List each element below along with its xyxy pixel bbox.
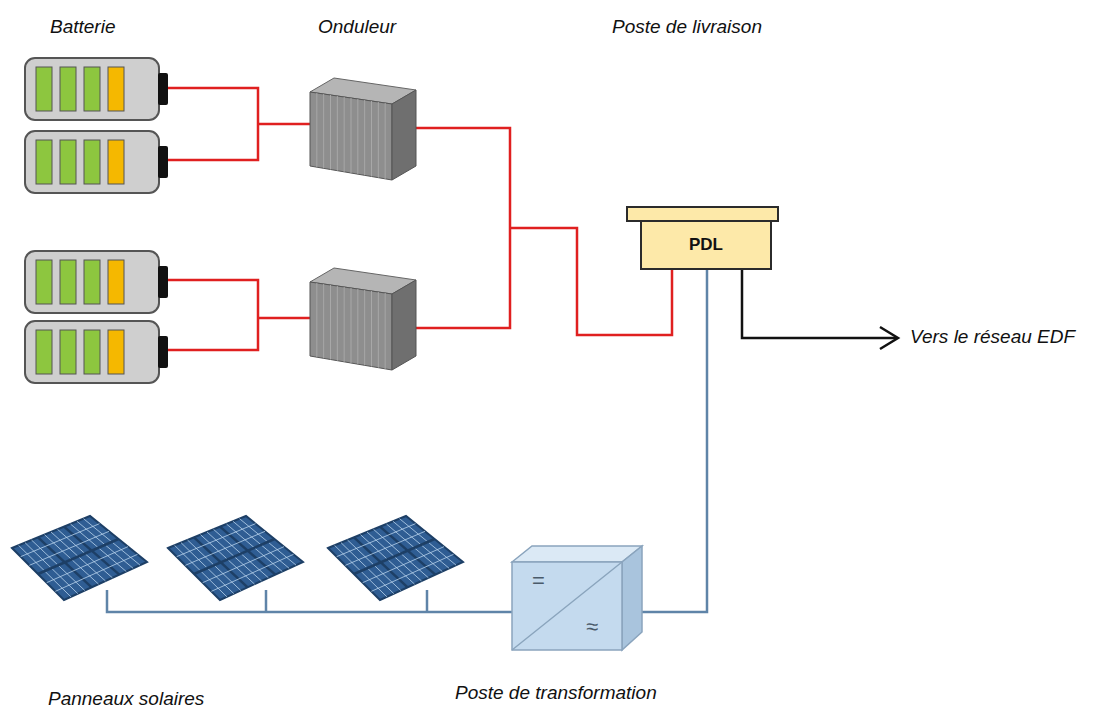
container-rib bbox=[371, 291, 372, 367]
container-rib bbox=[323, 284, 324, 358]
container-rib bbox=[351, 288, 352, 363]
battery-body bbox=[25, 321, 159, 383]
battery-terminal bbox=[158, 73, 168, 105]
container-rib bbox=[351, 98, 352, 173]
battery-body bbox=[25, 131, 159, 193]
battery-cell bbox=[84, 260, 100, 304]
battery-body bbox=[25, 251, 159, 313]
solar-panels bbox=[12, 516, 463, 600]
battery-cell bbox=[60, 330, 76, 374]
battery-cell bbox=[84, 330, 100, 374]
battery-terminal bbox=[158, 266, 168, 298]
container-rib bbox=[371, 101, 372, 177]
battery-group bbox=[25, 58, 168, 383]
container-rib bbox=[378, 292, 379, 368]
container-rib bbox=[344, 287, 345, 362]
component-label: Panneaux solaires bbox=[48, 688, 204, 711]
pdl-roof bbox=[627, 207, 778, 221]
container-end bbox=[392, 90, 416, 180]
box-label: PDL bbox=[689, 235, 723, 255]
container-rib bbox=[364, 100, 365, 175]
battery-cell bbox=[60, 67, 76, 111]
container-rib bbox=[330, 285, 331, 360]
solar-panel bbox=[328, 516, 463, 600]
battery-cell bbox=[36, 67, 52, 111]
container-side bbox=[310, 92, 392, 180]
container-rib bbox=[316, 93, 317, 167]
container-rib bbox=[337, 286, 338, 361]
delivery-box: PDL bbox=[640, 220, 772, 270]
battery-cell bbox=[108, 260, 124, 304]
container-rib bbox=[364, 290, 365, 365]
container-rib bbox=[378, 102, 379, 178]
container-rib bbox=[385, 293, 386, 369]
ac-symbol: ≈ bbox=[586, 616, 598, 638]
solar-panel bbox=[12, 516, 147, 600]
battery-cell bbox=[84, 140, 100, 184]
container-rib bbox=[357, 99, 358, 174]
panel-grid bbox=[55, 554, 137, 591]
battery-cell bbox=[108, 330, 124, 374]
transformer-symbol bbox=[512, 546, 642, 650]
battery-cell bbox=[36, 330, 52, 374]
panel-grid bbox=[211, 554, 293, 591]
grid-arrow bbox=[742, 268, 898, 349]
battery-cell bbox=[60, 140, 76, 184]
component-label: Poste de livraison bbox=[612, 16, 762, 39]
container-rib bbox=[337, 96, 338, 171]
container-rib bbox=[316, 283, 317, 357]
battery-body bbox=[25, 58, 159, 120]
pv-wire bbox=[107, 268, 707, 612]
container-rib bbox=[323, 94, 324, 168]
solar-panel bbox=[168, 516, 303, 600]
battery-cell bbox=[36, 140, 52, 184]
battery-terminal bbox=[158, 146, 168, 178]
component-label: Poste de transformation bbox=[455, 682, 657, 705]
container-rib bbox=[385, 103, 386, 179]
container-rib bbox=[357, 289, 358, 364]
dc-symbol: = bbox=[532, 570, 545, 592]
container-rib bbox=[344, 97, 345, 172]
battery-terminal bbox=[158, 336, 168, 368]
destination-label: Vers le réseau EDF bbox=[910, 326, 1075, 349]
inverter-container bbox=[310, 78, 416, 370]
battery-cell bbox=[36, 260, 52, 304]
dc-wire bbox=[168, 88, 672, 350]
component-label: Batterie bbox=[50, 16, 115, 39]
battery-cell bbox=[108, 140, 124, 184]
battery-cell bbox=[60, 260, 76, 304]
container-rib bbox=[330, 95, 331, 170]
battery-cell bbox=[84, 67, 100, 111]
container-side bbox=[310, 282, 392, 370]
battery-cell bbox=[108, 67, 124, 111]
container-end bbox=[392, 280, 416, 370]
panel-grid bbox=[371, 554, 453, 591]
component-label: Onduleur bbox=[318, 16, 396, 39]
